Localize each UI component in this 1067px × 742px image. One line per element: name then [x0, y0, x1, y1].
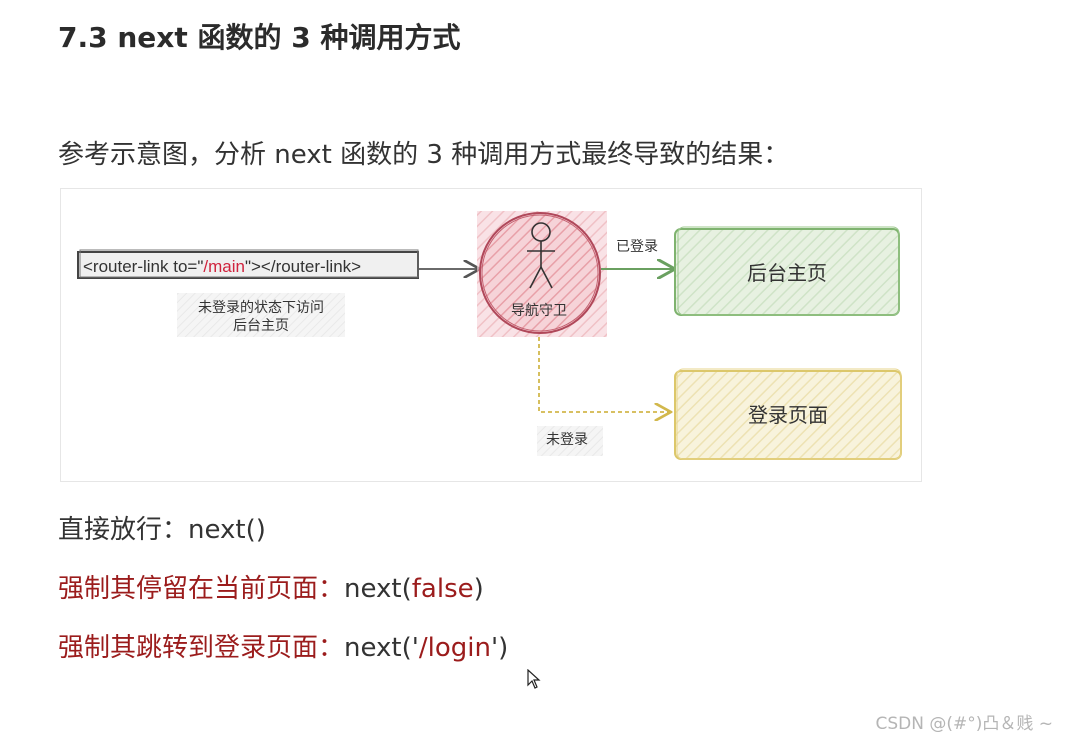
router-link-path: /main: [203, 257, 245, 276]
login-page-label: 登录页面: [748, 404, 828, 427]
next-false-code-prefix: next(: [344, 574, 412, 604]
unauthenticated-note: 未登录的状态下访问 后台主页: [177, 293, 345, 337]
note-line-1: 未登录的状态下访问: [198, 299, 324, 315]
next-false-arg: false: [411, 574, 474, 604]
next-pass-label: 直接放行：: [58, 515, 189, 545]
next-pass-code-suffix: ): [255, 515, 266, 545]
next-login-label: 强制其跳转到登录页面：: [58, 633, 345, 663]
router-link-suffix: "></router-link>: [245, 257, 361, 276]
next-false-line: 强制其停留在当前页面：next(false): [58, 568, 484, 605]
navigation-guard-node: 导航守卫: [477, 211, 607, 337]
logged-in-label: 已登录: [616, 238, 658, 254]
guard-label: 导航守卫: [511, 302, 567, 318]
section-title: 7.3 next 函数的 3 种调用方式: [58, 21, 461, 54]
router-link-node: <router-link to="/main"></router-link>: [77, 249, 419, 279]
intro-text: 参考示意图，分析 next 函数的 3 种调用方式最终导致的结果：: [58, 140, 790, 170]
mouse-cursor-icon: [527, 669, 541, 689]
next-login-line: 强制其跳转到登录页面：next('/login'): [58, 627, 508, 664]
admin-page-node: 后台主页: [674, 226, 900, 316]
admin-page-label: 后台主页: [747, 262, 827, 285]
next-false-label: 强制其停留在当前页面：: [58, 574, 345, 604]
next-login-arg: /login: [418, 633, 492, 663]
login-page-node: 登录页面: [674, 368, 902, 460]
next-pass-line: 直接放行：next(): [58, 509, 266, 546]
note-line-2: 后台主页: [233, 317, 289, 333]
diagram-canvas: <router-link to="/main"></router-link> 未…: [77, 211, 902, 460]
navigation-guard-diagram: <router-link to="/main"></router-link> 未…: [60, 188, 922, 482]
not-logged-in-label: 未登录: [546, 431, 588, 447]
next-pass-code-prefix: next(: [188, 515, 256, 545]
arrow-to-login: [538, 337, 669, 412]
csdn-watermark: CSDN @(#°)凸＆贱 ~: [875, 714, 1053, 734]
next-false-code-suffix: ): [473, 574, 484, 604]
person-icon: [527, 222, 555, 289]
not-logged-in-note: 未登录: [537, 426, 603, 456]
router-link-prefix: <router-link to=": [83, 257, 203, 276]
next-login-code-suffix: '): [491, 633, 509, 663]
svg-text:<router-link to="/main"></rout: <router-link to="/main"></router-link>: [83, 257, 361, 276]
next-login-code-prefix: next(': [344, 633, 419, 663]
